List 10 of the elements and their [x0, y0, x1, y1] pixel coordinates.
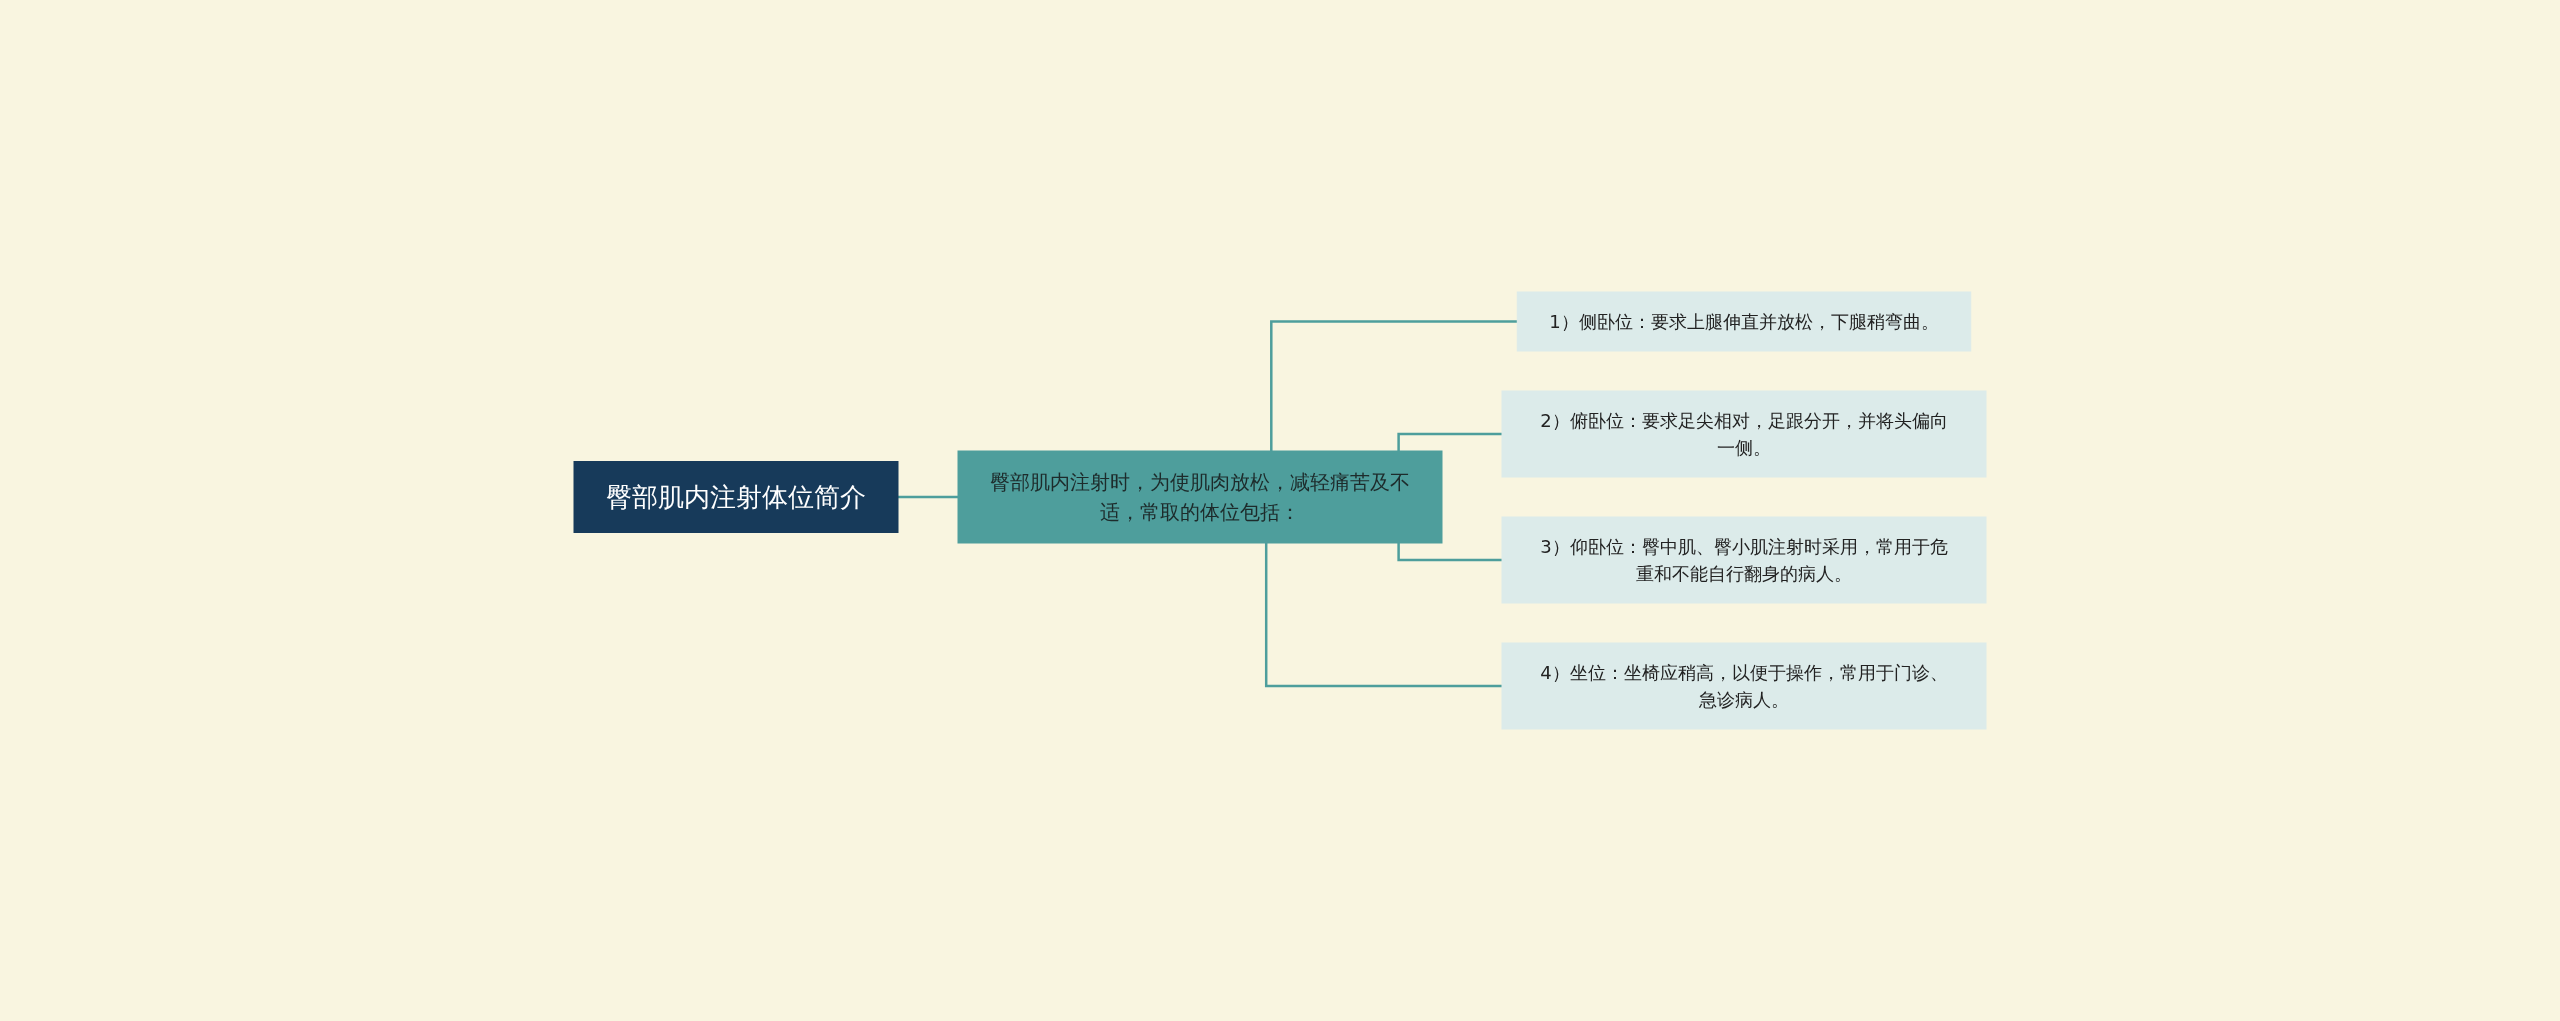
node-box: 3）仰卧位：臀中肌、臀小肌注射时采用，常用于危重和不能自行翻身的病人。 [1501, 516, 1987, 604]
node-box: 臀部肌内注射时，为使肌肉放松，减轻痛苦及不适，常取的体位包括： [957, 450, 1443, 544]
node-box: 2）俯卧位：要求足尖相对，足跟分开，并将头偏向一侧。 [1501, 390, 1987, 478]
connector [1264, 543, 1502, 688]
connector [1397, 543, 1502, 562]
connector [1397, 432, 1502, 451]
node-box: 1）侧卧位：要求上腿伸直并放松，下腿稍弯曲。 [1516, 291, 1972, 352]
node-box: 臀部肌内注射体位简介 [573, 461, 899, 533]
connector [1270, 320, 1518, 451]
node-box: 4）坐位：坐椅应稍高，以便于操作，常用于门诊、急诊病人。 [1501, 642, 1987, 730]
